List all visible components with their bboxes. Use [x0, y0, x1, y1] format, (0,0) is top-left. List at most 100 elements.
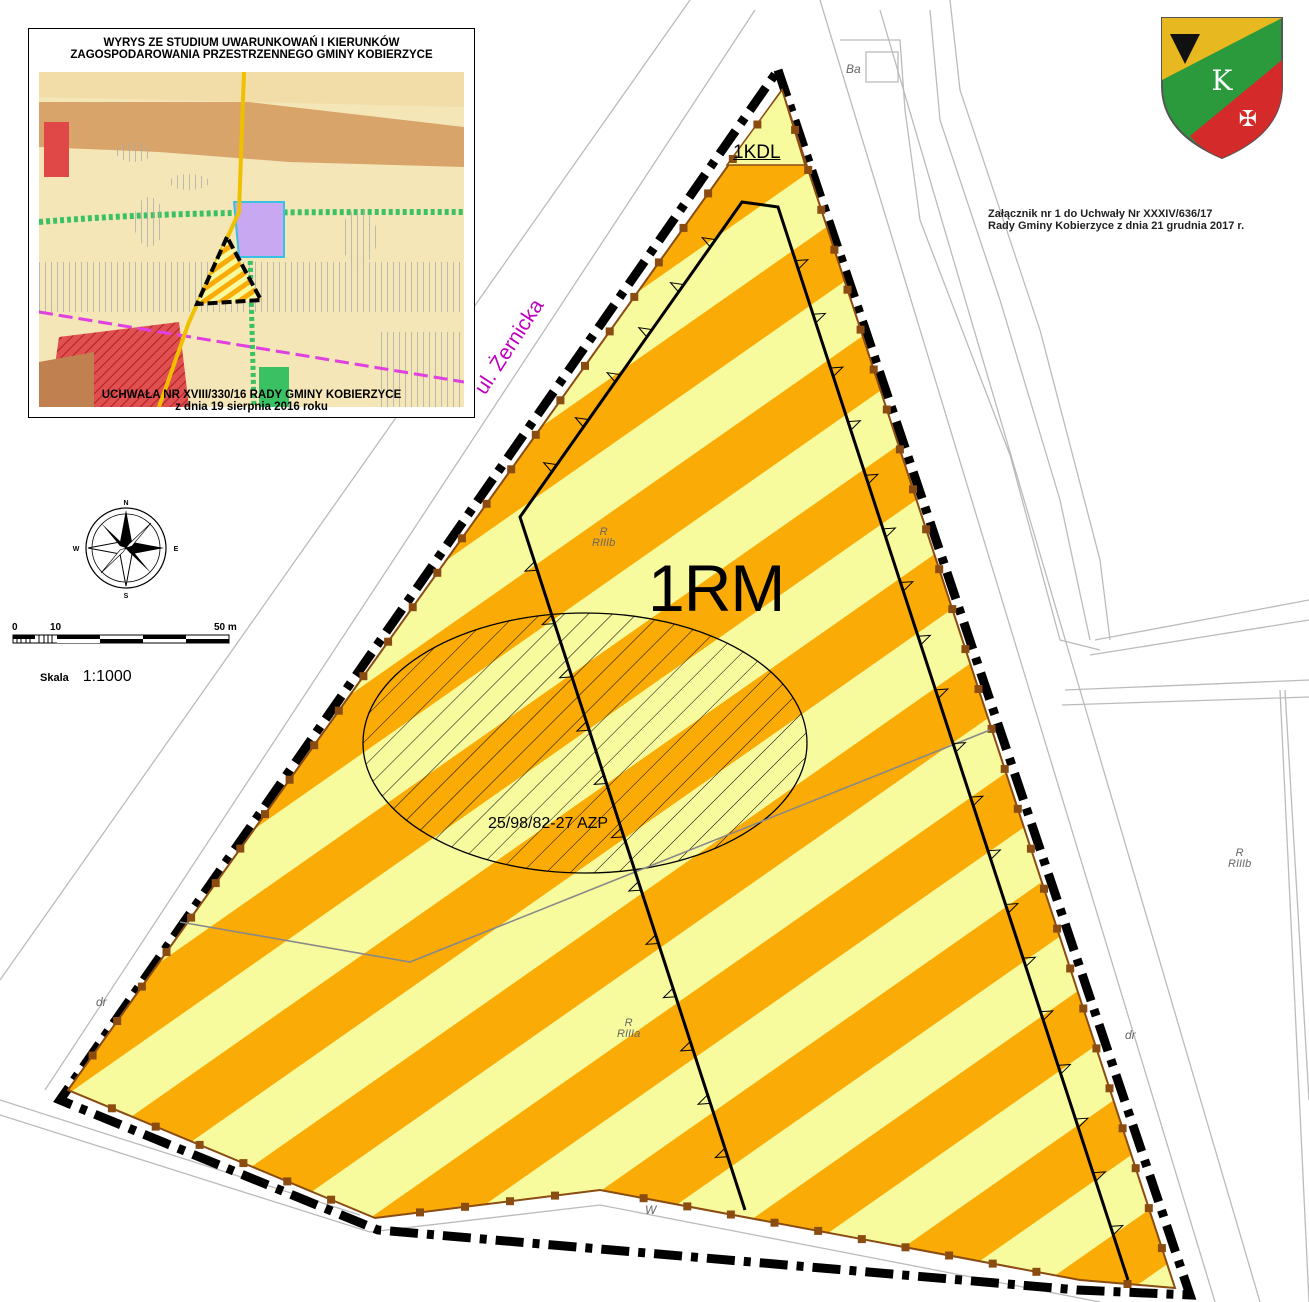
building-line-tick	[700, 236, 716, 248]
building-line-tick	[882, 527, 897, 538]
inset-study-map	[39, 72, 464, 407]
boundary-marker	[1123, 1280, 1132, 1288]
study-extract-inset: WYRYS ZE STUDIUM UWARUNKOWAŃ I KIERUNKÓW…	[28, 28, 475, 418]
boundary-marker	[507, 465, 516, 474]
scale-tick-10: 10	[50, 622, 62, 633]
building-line-tick	[1022, 956, 1037, 968]
soil-label-top: R RIIIb	[592, 527, 615, 549]
boundary-marker	[384, 637, 393, 646]
boundary-marker	[531, 430, 540, 439]
boundary-marker	[433, 568, 442, 577]
boundary-marker	[1026, 844, 1035, 853]
boundary-marker	[187, 913, 196, 922]
building-line-tick	[952, 742, 967, 753]
boundary-marker	[1131, 1164, 1140, 1173]
boundary-marker	[654, 258, 663, 267]
building-line-tick	[830, 366, 845, 377]
building-line-tick	[900, 581, 915, 592]
soil-class-riiib: RIIIb	[592, 537, 616, 549]
soil-class-riiia: RIIIa	[617, 1028, 641, 1040]
soil-label-dr-west: dr	[96, 995, 107, 1009]
soil-class-riiib: RIIIb	[1228, 858, 1252, 870]
compass-s: S	[124, 593, 129, 600]
building-line-tick	[627, 881, 642, 892]
boundary-marker	[283, 1177, 292, 1186]
boundary-marker	[679, 223, 688, 232]
building-line-tick	[592, 774, 607, 785]
boundary-marker	[581, 361, 589, 370]
annex-line-1: Załącznik nr 1 do Uchwały Nr XXXIV/636/1…	[988, 208, 1213, 220]
building-line-tick	[714, 1147, 728, 1159]
boundary-marker	[817, 205, 826, 214]
boundary-marker	[922, 525, 931, 534]
boundary-marker	[814, 1226, 823, 1235]
building-line-tick	[865, 473, 880, 485]
building-line-tick	[679, 1041, 694, 1052]
north-arrow-compass-icon: N S E W	[73, 500, 179, 600]
boundary-marker	[605, 327, 614, 336]
soil-label-w: W	[645, 1203, 657, 1217]
zone-1kdl-label: 1KDL	[733, 142, 781, 163]
soil-label-east: R RIIIb	[1228, 848, 1251, 870]
boundary-marker	[1066, 964, 1075, 973]
boundary-marker	[310, 741, 319, 750]
building-line-tick	[935, 688, 950, 699]
building-line-tick	[542, 461, 557, 473]
boundary-marker	[830, 245, 839, 254]
boundary-marker	[753, 120, 762, 129]
soil-class-r: R	[599, 526, 608, 538]
boundary-marker	[359, 672, 368, 681]
annex-line-2: Rady Gminy Kobierzyce z dnia 21 grudnia …	[988, 220, 1245, 232]
soil-label-ba: Ba	[846, 62, 861, 76]
boundary-marker	[857, 1235, 866, 1244]
compass-e: E	[174, 546, 179, 553]
boundary-marker	[728, 155, 737, 163]
boundary-marker	[683, 1202, 692, 1211]
building-line-tick	[637, 326, 653, 338]
boundary-marker	[843, 285, 852, 294]
scale-tick-0: 0	[12, 622, 18, 633]
building-line-tick	[523, 561, 538, 572]
boundary-marker	[151, 1122, 160, 1131]
boundary-marker	[461, 1202, 469, 1211]
boundary-marker	[639, 1194, 648, 1203]
building-line-tick	[1110, 1224, 1125, 1236]
building-line-tick	[812, 312, 827, 324]
boundary-marker	[1000, 764, 1009, 773]
svg-text:K: K	[1212, 64, 1234, 97]
boundary-marker	[195, 1140, 204, 1149]
soil-class-r: R	[624, 1017, 633, 1029]
inset-caption-line-2: z dnia 19 sierpnia 2016 roku	[175, 401, 328, 413]
annex-reference: Załącznik nr 1 do Uchwały Nr XXXIV/636/1…	[988, 208, 1244, 232]
boundary-marker	[945, 1251, 954, 1260]
soil-class-r: R	[1235, 847, 1244, 859]
boundary-marker	[988, 1259, 997, 1268]
building-line-tick	[987, 849, 1002, 860]
inset-title-line-1: WYRYS ZE STUDIUM UWARUNKOWAŃ I KIERUNKÓW	[103, 37, 400, 49]
archaeological-zone-label: 25/98/82-27 AZP	[488, 815, 609, 832]
boundary-marker	[107, 1104, 116, 1113]
boundary-marker	[791, 125, 800, 134]
boundary-marker	[935, 565, 944, 574]
boundary-marker	[261, 810, 269, 819]
building-line-tick	[662, 987, 676, 999]
plan-boundary	[53, 60, 1197, 1300]
boundary-marker	[482, 499, 491, 508]
building-line	[518, 200, 1130, 1281]
boundary-marker	[895, 445, 904, 454]
boundary-marker	[882, 405, 891, 414]
boundary-marker	[408, 603, 417, 612]
building-line-tick	[917, 634, 932, 646]
scale-ratio-value: 1:1000	[82, 668, 132, 685]
inset-title-line-2: ZAGOSPODAROWANIA PRZESTRZENNEGO GMINY KO…	[70, 49, 433, 61]
boundary-marker	[236, 844, 245, 853]
zone-1rm-label: 1RM	[648, 551, 785, 625]
soil-label-bottom: R RIIIa	[617, 1018, 640, 1040]
boundary-marker	[909, 485, 917, 494]
boundary-marker	[901, 1243, 910, 1252]
utility-line	[179, 729, 991, 963]
boundary-marker	[770, 1218, 779, 1227]
scale-tick-50: 50 m	[214, 622, 237, 633]
